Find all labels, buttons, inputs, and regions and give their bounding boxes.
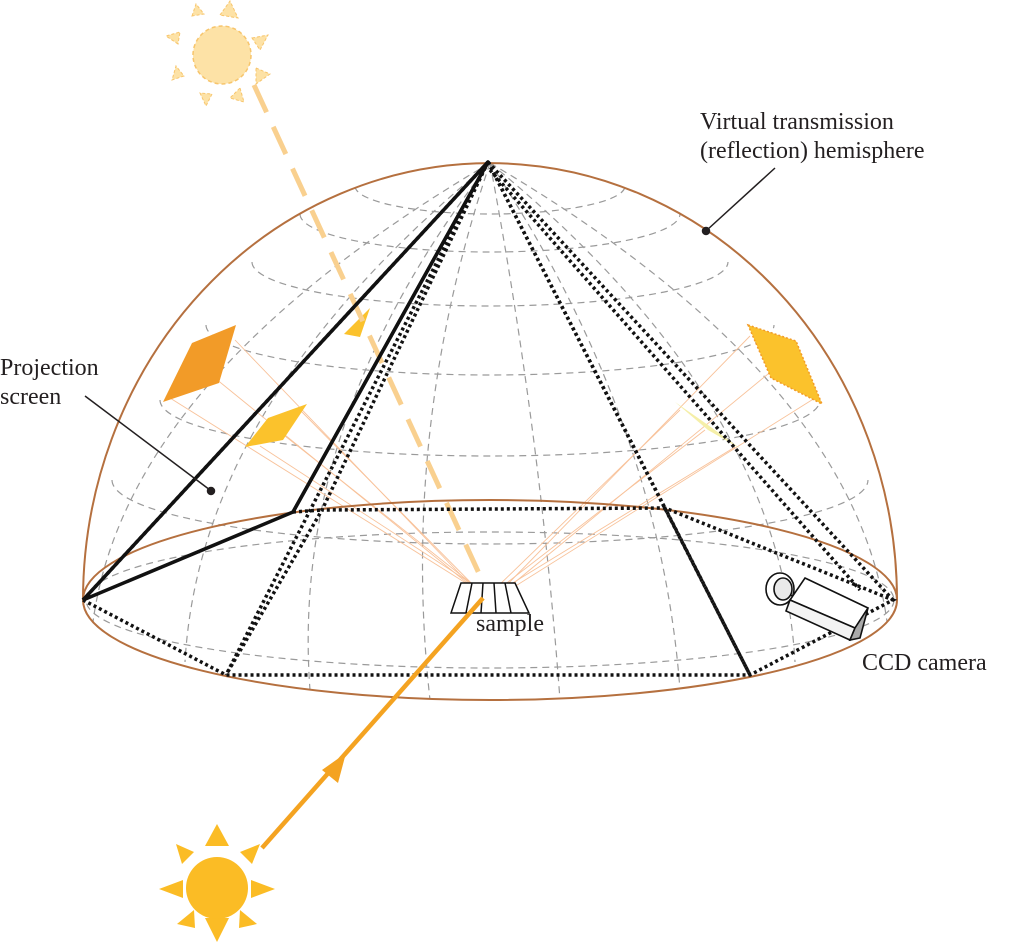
projection-patch-center (344, 308, 370, 337)
hemisphere-label-line2: (reflection) hemisphere (700, 138, 925, 164)
leader-lines (84, 167, 776, 496)
sample-icon (449, 582, 531, 614)
projection-screen-frame (81, 160, 490, 602)
hemisphere-dotted-frame (81, 160, 898, 677)
ccd-camera-label: CCD camera (862, 650, 987, 676)
projection-patch-left-outer (163, 325, 236, 402)
projection-screen-label-line2: screen (0, 384, 62, 410)
faded-sun-icon (164, 0, 272, 108)
projection-patch-right-outer (746, 323, 824, 406)
projection-screen-label-line1: Projection (0, 355, 99, 381)
ccd-camera-icon (765, 572, 870, 642)
sample-label: sample (476, 611, 544, 637)
projection-patch-left-inner (245, 404, 307, 447)
transmitted-beam (251, 83, 491, 595)
reflection-rays (169, 335, 816, 596)
hemisphere-label-line1: Virtual transmission (700, 109, 894, 135)
hemisphere-label: Virtual transmission (reflection) hemisp… (700, 108, 925, 166)
incident-beam (260, 596, 485, 850)
sun-icon (159, 824, 275, 942)
projection-screen-label: Projection screen (0, 354, 99, 412)
